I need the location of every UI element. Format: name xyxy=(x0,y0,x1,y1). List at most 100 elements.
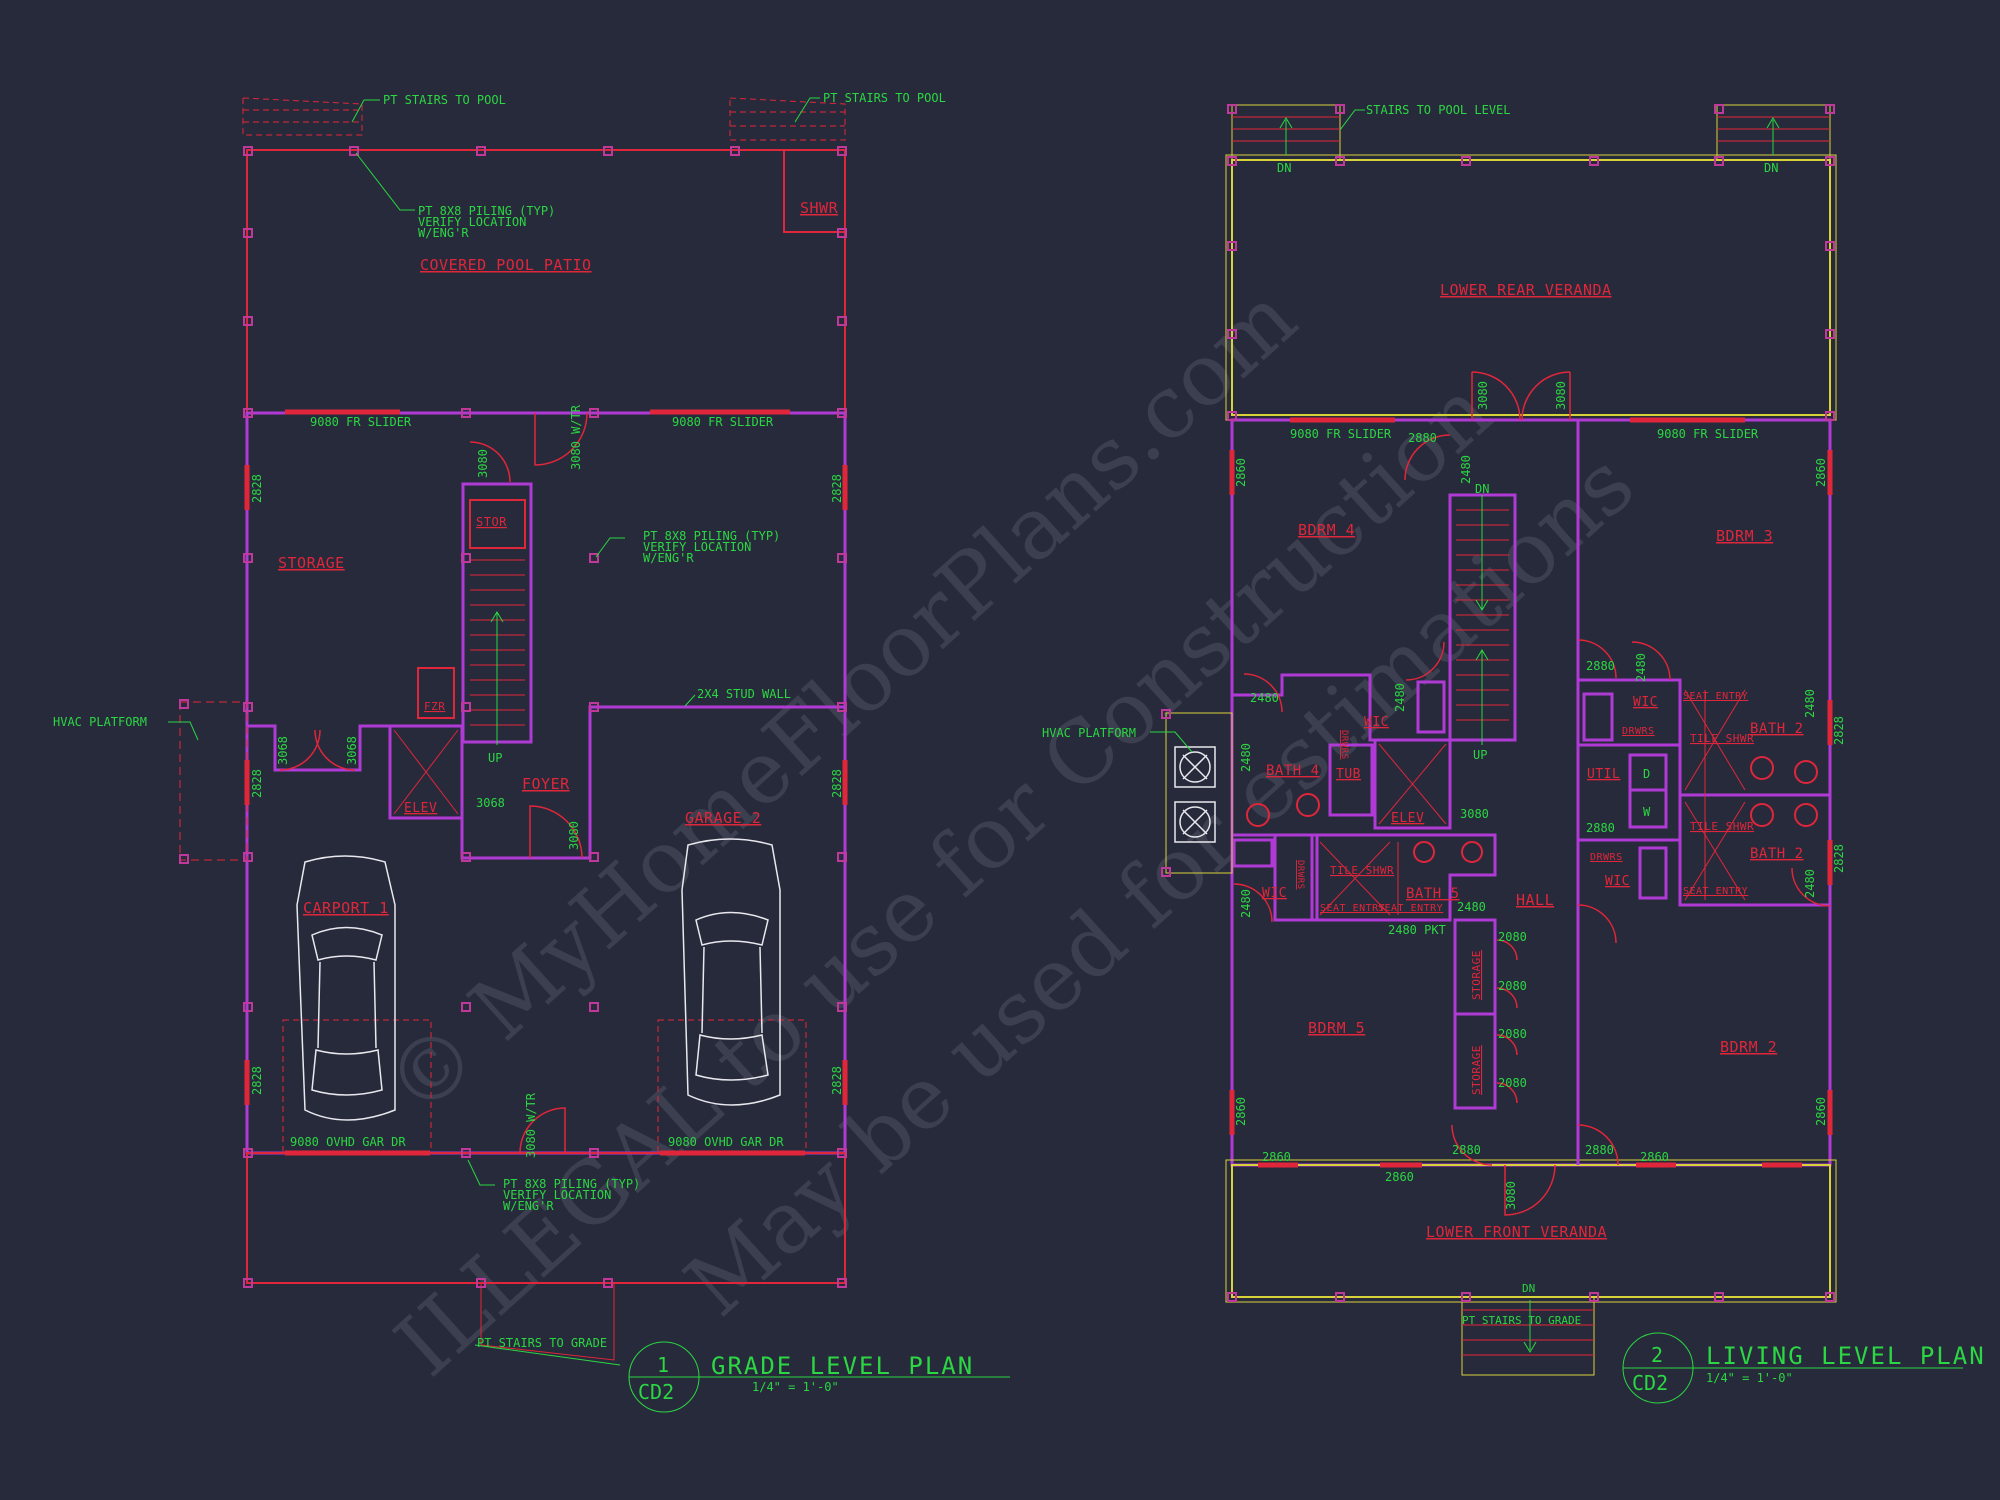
dim-2480-hall: 2480 xyxy=(1457,900,1486,914)
closet-rod-c xyxy=(1582,692,1614,742)
leader-stairs-pool xyxy=(1339,109,1365,131)
closet-rod-d xyxy=(1638,846,1668,900)
bath4-toilet xyxy=(1296,793,1320,817)
grade-plan-scale: 1/4" = 1'-0" xyxy=(752,1380,839,1394)
bath2-cluster xyxy=(1578,678,1830,907)
note-seat-entry-d: SEAT ENTRY xyxy=(1378,903,1443,914)
dim-2080-d: 2080 xyxy=(1498,1076,1527,1090)
room-bath5: BATH 5 xyxy=(1406,886,1460,902)
car-garage xyxy=(681,838,781,1106)
bath4-sink xyxy=(1246,803,1270,827)
dim-2480-f: 2480 xyxy=(1239,889,1253,918)
note-piling-bot-1: PT 8X8 PILING (TYP) xyxy=(503,1177,640,1191)
dim-2880-d: 2880 xyxy=(1585,1143,1614,1157)
dim-2480-b: 2480 xyxy=(1634,653,1648,682)
note-pt-stairs-grade-living: PT STAIRS TO GRADE xyxy=(1462,1314,1581,1327)
entry-wall xyxy=(247,724,390,772)
bath5-walls xyxy=(1232,833,1497,922)
note-drwrs-a: DRWRS xyxy=(1339,730,1349,760)
note-pt-stairs-pool-left: PT STAIRS TO POOL xyxy=(383,93,506,107)
dim-3080-foyer: 3080 xyxy=(567,821,581,850)
note-piling-top-2: VERIFY LOCATION xyxy=(418,215,526,229)
living-plan-title: LIVING LEVEL PLAN xyxy=(1706,1342,1986,1370)
note-seat-entry-c: SEAT ENTRY xyxy=(1320,903,1385,914)
door-bdrm2-b xyxy=(1791,867,1831,907)
grade-plan-sheet: CD2 xyxy=(638,1380,674,1404)
dim-2480-pkt: 2480 PKT xyxy=(1388,923,1446,937)
note-hvac-platform: HVAC PLATFORM xyxy=(53,715,147,729)
note-piling-bot-3: W/ENG'R xyxy=(503,1199,554,1213)
room-front-veranda: LOWER FRONT VERANDA xyxy=(1426,1223,1607,1241)
note-drwrs-b: DRWRS xyxy=(1295,860,1305,890)
bath2-sink-b xyxy=(1794,803,1818,827)
closet-rod-a xyxy=(1232,838,1274,868)
hvac-units xyxy=(1174,746,1216,843)
bath2-toilet-a xyxy=(1750,756,1774,780)
door-wtr-bot xyxy=(519,1107,566,1154)
room-wic-c: WIC xyxy=(1633,695,1658,710)
leader-hvac xyxy=(1150,731,1193,753)
room-shwr: SHWR xyxy=(800,199,839,217)
note-piling-top-3: W/ENG'R xyxy=(418,226,469,240)
door-bdrm4-a xyxy=(1243,673,1283,713)
front-veranda-rail xyxy=(1225,1159,1837,1303)
grade-plan-title: GRADE LEVEL PLAN xyxy=(711,1352,974,1380)
room-storage-a: STORAGE xyxy=(1470,950,1483,1000)
dim-2828-f: 2828 xyxy=(830,1066,844,1095)
door-bdrm3-b xyxy=(1631,641,1671,681)
door-stair-top xyxy=(1404,434,1451,481)
dim-wtr-bot: 3080 W/TR xyxy=(524,1092,538,1158)
dim-slider-right: 9080 FR SLIDER xyxy=(672,415,774,429)
front-patio-outline xyxy=(246,1152,846,1284)
dim-wtr-top: 3080 W/TR xyxy=(569,404,583,470)
dim-2080-b: 2080 xyxy=(1498,979,1527,993)
note-seat-entry-b: SEAT ENTRY xyxy=(1683,886,1748,897)
note-dn-right: DN xyxy=(1764,161,1778,175)
bath2-toilet-b xyxy=(1750,803,1774,827)
room-elev: ELEV xyxy=(404,801,437,816)
note-pt-stairs-pool-right: PT STAIRS TO POOL xyxy=(823,91,946,105)
dim-2828-d: 2828 xyxy=(830,769,844,798)
dim-2080-a: 2080 xyxy=(1498,930,1527,944)
room-carport-1: CARPORT 1 xyxy=(303,899,389,917)
front-stairs xyxy=(1461,1296,1595,1376)
note-hvac-platform-living: HVAC PLATFORM xyxy=(1042,726,1136,740)
note-piling-mid-1: PT 8X8 PILING (TYP) xyxy=(643,529,780,543)
door-stair xyxy=(469,441,511,483)
dim-2480-g: 2480 xyxy=(1803,689,1817,718)
dim-2880-c: 2880 xyxy=(1452,1143,1481,1157)
bath5-toilet xyxy=(1413,841,1435,863)
dim-2860-a: 2860 xyxy=(1234,458,1248,487)
note-piling-bot-2: VERIFY LOCATION xyxy=(503,1188,611,1202)
dim-2080-c: 2080 xyxy=(1498,1027,1527,1041)
room-storage: STORAGE xyxy=(278,554,345,572)
note-dn-stair: DN xyxy=(1475,482,1489,496)
room-bdrm3: BDRM 3 xyxy=(1716,527,1773,545)
rear-stairs-left xyxy=(1231,104,1341,161)
grade-title-block: 1 CD2 GRADE LEVEL PLAN 1/4" = 1'-0" xyxy=(628,1341,1010,1413)
room-bdrm5: BDRM 5 xyxy=(1308,1019,1365,1037)
dim-2480-c: 2480 xyxy=(1250,691,1279,705)
living-stair-treads xyxy=(1456,495,1509,745)
dim-2860-e: 2860 xyxy=(1262,1150,1291,1164)
living-hvac-platform xyxy=(1165,712,1233,874)
room-wic-d: WIC xyxy=(1605,874,1630,889)
dim-2860-b: 2860 xyxy=(1814,458,1828,487)
note-dn-left: DN xyxy=(1277,161,1291,175)
tub xyxy=(1328,743,1374,817)
dim-2860-g: 2860 xyxy=(1640,1150,1669,1164)
room-bdrm4: BDRM 4 xyxy=(1298,521,1355,539)
parking-pad-left xyxy=(282,1019,432,1154)
dim-3080-rb: 3080 xyxy=(1554,381,1568,410)
dim-3080-stair: 3080 xyxy=(476,449,490,478)
grade-plan-number: 1 xyxy=(657,1353,671,1377)
grade-pilings xyxy=(179,146,847,1288)
living-level-plan: LOWER REAR VERANDA BDRM 4 BDRM 3 BDRM 5 … xyxy=(1042,103,1986,1404)
room-util: UTIL xyxy=(1587,767,1620,782)
room-bath4: BATH 4 xyxy=(1266,763,1320,779)
pool-stairs-left xyxy=(242,97,363,136)
room-storage-b: STORAGE xyxy=(1470,1045,1483,1095)
door-bdrm5-a xyxy=(1233,883,1273,923)
dim-slider-left: 9080 FR SLIDER xyxy=(310,415,412,429)
